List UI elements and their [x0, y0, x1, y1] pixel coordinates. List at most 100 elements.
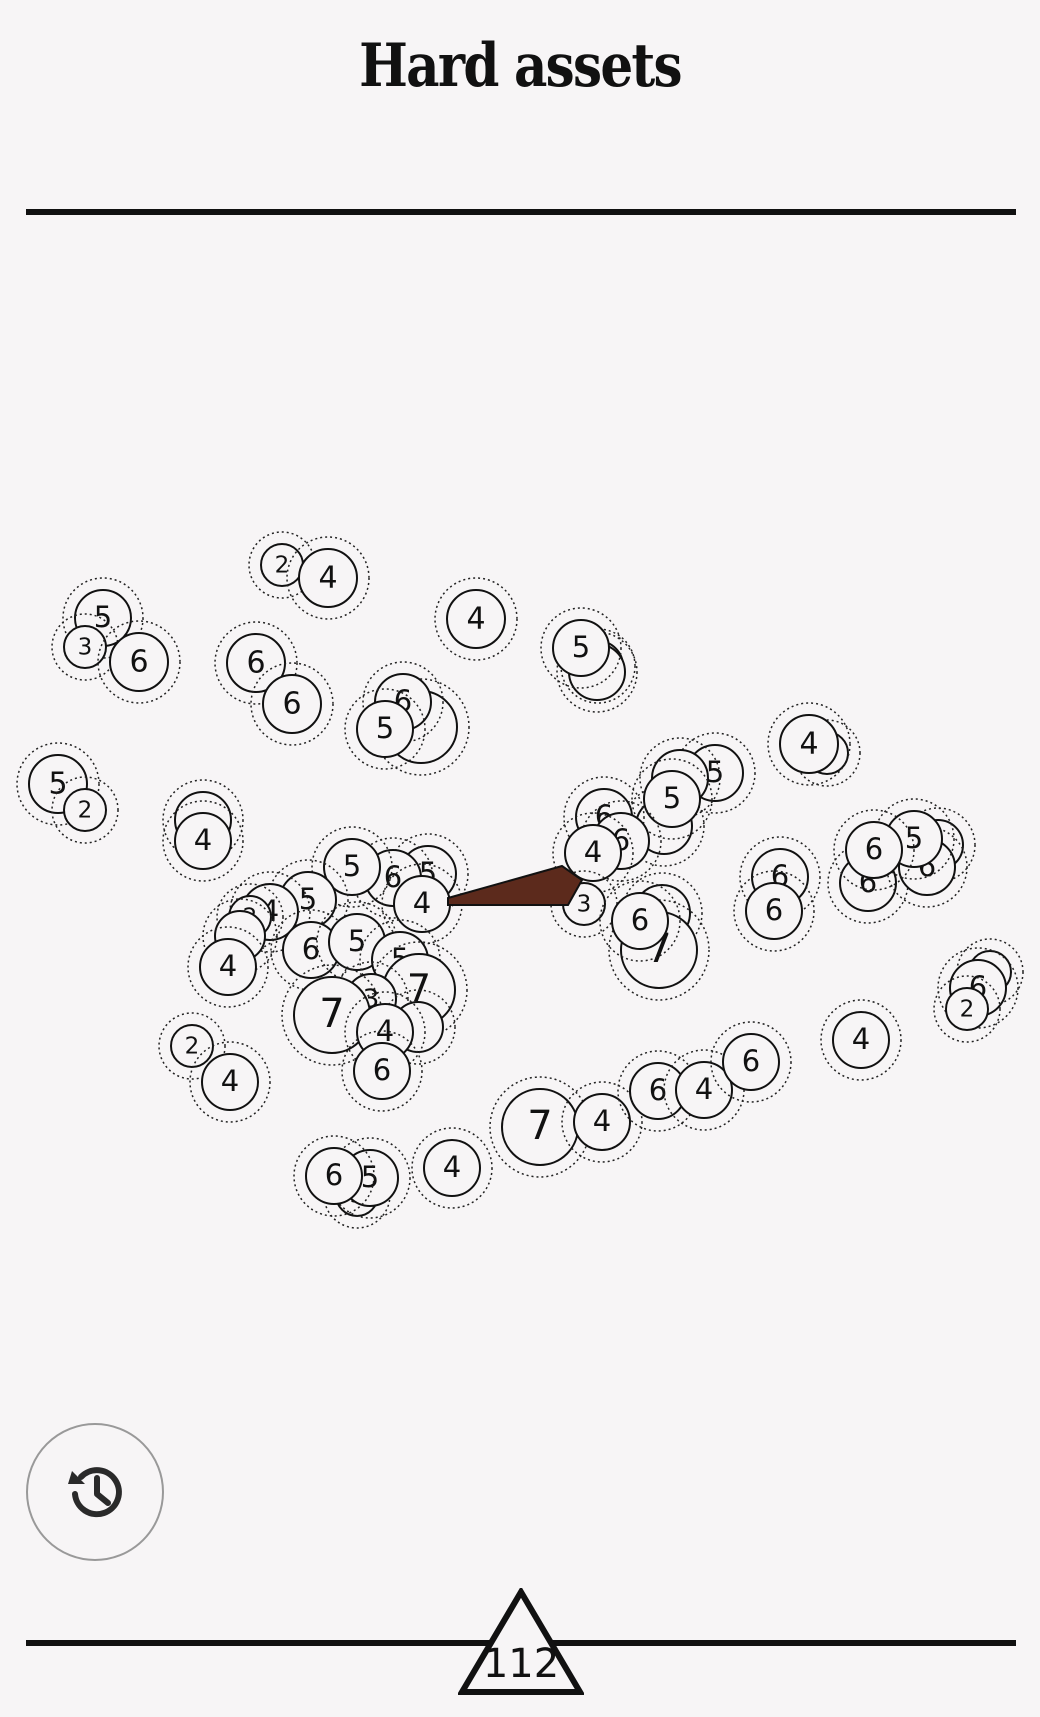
- piece-level: 7: [319, 991, 344, 1037]
- piece-level: 6: [373, 1053, 391, 1087]
- piece-halo: [556, 631, 638, 713]
- game-piece: 6: [341, 1030, 423, 1112]
- piece-halo: [733, 870, 815, 952]
- piece-level: 4: [443, 1150, 461, 1184]
- piece-halo: [293, 1135, 375, 1217]
- piece-level: 6: [765, 893, 783, 927]
- piece-body: [305, 1147, 363, 1205]
- piece-halo: [710, 1021, 792, 1103]
- game-piece: 6: [710, 1021, 792, 1103]
- game-piece: 4: [286, 536, 370, 620]
- game-piece: 4: [561, 1081, 643, 1163]
- game-piece: 6: [97, 620, 181, 704]
- game-piece: 2: [248, 531, 316, 599]
- piece-halo: [162, 779, 244, 861]
- piece-halo: [434, 577, 518, 661]
- piece-body: [174, 812, 232, 870]
- piece-halo: [937, 947, 1019, 1029]
- piece-level: 5: [343, 849, 361, 883]
- piece-level: 4: [584, 835, 602, 869]
- game-piece: 5: [344, 688, 426, 770]
- piece-body: [109, 632, 169, 692]
- game-piece: 4: [434, 577, 518, 661]
- piece-level: 5: [348, 924, 366, 958]
- game-piece: 4: [187, 926, 269, 1008]
- game-piece: 4: [162, 800, 244, 882]
- piece-level: 6: [302, 932, 320, 966]
- game-piece: 5: [631, 758, 713, 840]
- piece-body: [298, 548, 358, 608]
- piece-level: 4: [593, 1104, 611, 1138]
- piece-level: 4: [852, 1022, 870, 1056]
- piece-body: [446, 589, 506, 649]
- game-piece: 4: [552, 812, 634, 894]
- game-piece: 5: [540, 607, 622, 689]
- game-piece: 2: [933, 975, 1001, 1043]
- piece-halo: [820, 999, 902, 1081]
- game-piece: 7: [281, 964, 383, 1066]
- piece-body: [423, 1139, 481, 1197]
- piece-body: [745, 882, 803, 940]
- piece-level: 6: [325, 1158, 343, 1192]
- piece-level: 4: [799, 727, 818, 762]
- game-piece: 4: [189, 1041, 271, 1123]
- piece-halo: [833, 809, 915, 891]
- piece-halo: [214, 621, 298, 705]
- piece-level: 5: [376, 711, 394, 745]
- game-piece: 6: [733, 870, 815, 952]
- piece-body: [262, 674, 322, 734]
- game-piece: 6: [293, 1135, 375, 1217]
- piece-level: 5: [299, 882, 317, 916]
- piece-body: [573, 1093, 631, 1151]
- piece-halo: [552, 812, 634, 894]
- piece-level: 2: [185, 1034, 200, 1060]
- piece-halo: [51, 776, 119, 844]
- game-piece: 6: [833, 809, 915, 891]
- page-title: Hard assets: [359, 31, 682, 101]
- piece-halo: [286, 536, 370, 620]
- piece-level: 4: [695, 1072, 713, 1106]
- piece-body: [356, 700, 414, 758]
- piece-halo: [189, 1041, 271, 1123]
- piece-halo: [561, 1081, 643, 1163]
- piece-body: [323, 838, 381, 896]
- piece-level: 3: [78, 635, 93, 661]
- history-icon: [68, 1467, 122, 1518]
- piece-body: [201, 1053, 259, 1111]
- piece-halo: [767, 702, 851, 786]
- aim-wedge: [447, 864, 584, 906]
- piece-body: [611, 892, 669, 950]
- piece-level: 4: [219, 949, 237, 983]
- piece-level: 5: [361, 1160, 379, 1194]
- piece-halo: [739, 836, 821, 918]
- piece-level: 2: [78, 798, 93, 824]
- piece-halo: [158, 1012, 226, 1080]
- score-value: 112: [482, 1641, 560, 1687]
- top-divider: [26, 209, 1016, 215]
- piece-level: 4: [466, 602, 485, 637]
- piece-level: 4: [194, 823, 212, 857]
- game-piece: 2: [51, 776, 119, 844]
- piece-halo: [97, 620, 181, 704]
- game-piece: 5: [311, 826, 393, 908]
- piece-body: [564, 824, 622, 882]
- piece-body: [199, 938, 257, 996]
- piece-level: 5: [48, 767, 67, 802]
- piece-level: 6: [129, 645, 148, 680]
- piece-body: [643, 770, 701, 828]
- piece-level: 5: [94, 600, 112, 634]
- piece-level: 4: [318, 561, 337, 596]
- piece-body: [63, 788, 107, 832]
- history-button[interactable]: [26, 1423, 164, 1561]
- piece-body: [779, 714, 839, 774]
- piece-halo: [250, 662, 334, 746]
- piece-level: 2: [275, 553, 290, 579]
- piece-halo: [362, 661, 444, 743]
- piece-level: 4: [413, 886, 431, 920]
- piece-level: 6: [282, 687, 301, 722]
- piece-body: [845, 821, 903, 879]
- piece-body: [63, 625, 107, 669]
- piece-halo: [933, 975, 1001, 1043]
- piece-body: [552, 619, 610, 677]
